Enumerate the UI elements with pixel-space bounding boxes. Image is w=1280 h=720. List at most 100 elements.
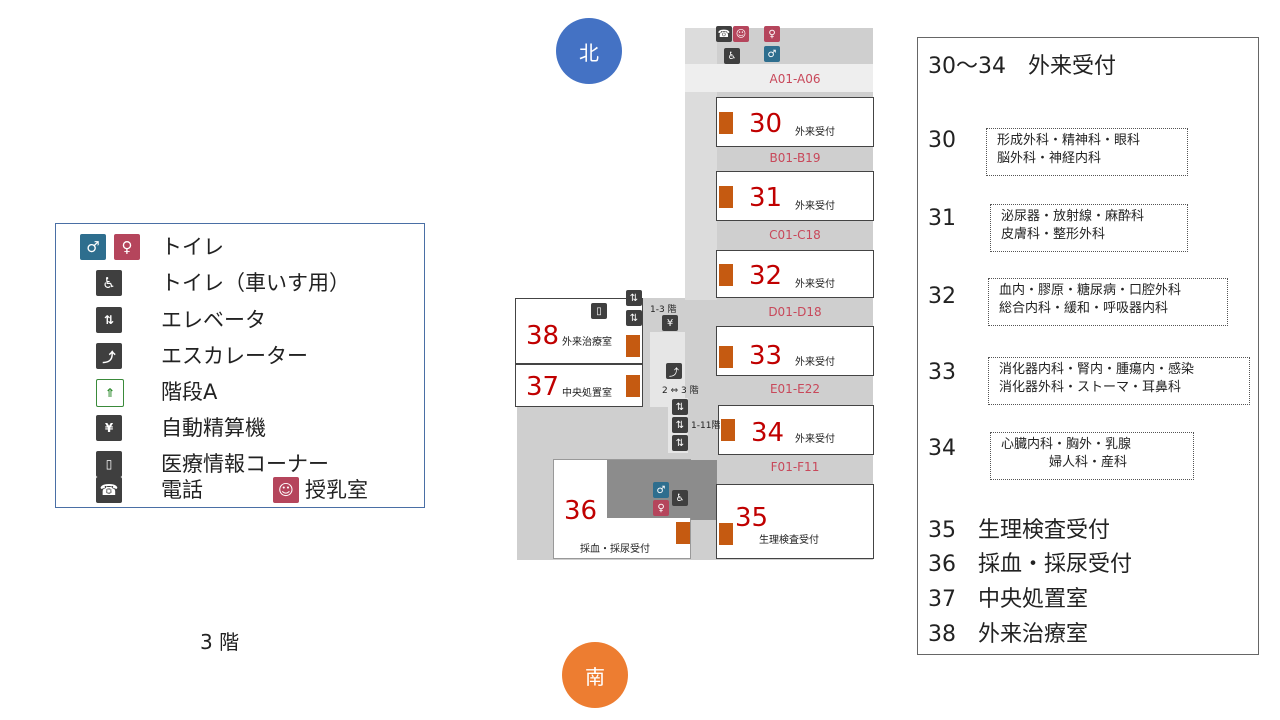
reception-marker — [719, 186, 733, 208]
room-text: 外来治療室 — [562, 337, 612, 348]
legend-label: 授乳室 — [305, 478, 368, 502]
elevator-icon: ⇅ — [672, 417, 688, 433]
reception-marker — [721, 419, 735, 441]
panel-line: 37 中央処置室 — [928, 581, 1088, 613]
wheelchair-icon: ♿ — [96, 270, 122, 296]
department-panel: 30〜34 外来受付 30 形成外科・精神科・眼科 脳外科・神経内科 31 泌尿… — [917, 37, 1259, 655]
legend-label: エレベータ — [161, 308, 266, 332]
panel-entry-departments: 形成外科・精神科・眼科 脳外科・神経内科 — [986, 128, 1188, 176]
room-number: 31 — [749, 183, 783, 213]
escalator-icon: ⤴ — [96, 343, 122, 369]
legend-row-info: ▯ 医療情報コーナー — [56, 449, 424, 479]
legend-row-stairs: ⇑ 階段A — [56, 377, 424, 407]
room-text: 外来受付 — [795, 357, 835, 368]
room-number: 35 — [735, 503, 769, 533]
male-toilet-icon: ♂ — [80, 234, 106, 260]
departments-line: 婦人科・産科 — [1049, 455, 1128, 470]
panel-line: 35 生理検査受付 — [928, 512, 1110, 544]
room-31[interactable]: 31 外来受付 — [716, 171, 874, 221]
legend: ♂ ♀ トイレ ♿ トイレ（車いす用） ⇅ エレベータ ⤴ エスカレーター ⇑ … — [55, 223, 425, 508]
reception-marker — [719, 523, 733, 545]
panel-line: 38 外来治療室 — [928, 616, 1088, 648]
room-36-service — [607, 460, 691, 518]
room-33[interactable]: 33 外来受付 — [716, 326, 874, 376]
escalator-floors-label: 2 ⇔ 3 階 — [662, 386, 699, 396]
female-toilet-icon: ♀ — [764, 26, 780, 42]
departments-line: 泌尿器・放射線・麻酔科 — [1001, 209, 1145, 224]
corridor-a — [685, 64, 873, 92]
panel-entry-number: 32 — [928, 284, 956, 309]
corridor-label: F01-F11 — [770, 460, 820, 474]
departments-line: 皮膚科・整形外科 — [1001, 227, 1106, 242]
room-text: 中央処置室 — [562, 388, 612, 399]
payment-machine-icon: ¥ — [96, 415, 122, 441]
male-toilet-icon: ♂ — [764, 46, 780, 62]
legend-label: 階段A — [161, 380, 218, 404]
reception-marker — [626, 375, 640, 397]
legend-label: トイレ（車いす用） — [161, 271, 350, 295]
panel-line-number: 37 — [928, 587, 956, 612]
room-30[interactable]: 30 外来受付 — [716, 97, 874, 147]
panel-line-text: 外来治療室 — [978, 622, 1089, 647]
room-32[interactable]: 32 外来受付 — [716, 250, 874, 298]
elevator-floors-label: 1-11階 — [691, 421, 721, 431]
stairs-icon: ⇑ — [96, 379, 124, 407]
nursing-room-icon: ☺ — [273, 477, 299, 503]
departments-line: 血内・膠原・糖尿病・口腔外科 — [999, 283, 1182, 298]
compass-south: 南 — [562, 642, 628, 708]
corridor-label: B01-B19 — [769, 151, 821, 165]
phone-icon: ☎ — [716, 26, 732, 42]
nursing-room-icon: ☺ — [733, 26, 749, 42]
room-34[interactable]: 34 外来受付 — [718, 405, 874, 455]
panel-line-text: 生理検査受付 — [978, 518, 1111, 543]
room-37[interactable]: 37 中央処置室 — [515, 364, 643, 407]
info-corner-icon: ▯ — [96, 451, 122, 477]
male-toilet-icon: ♂ — [653, 482, 669, 498]
room-text: 採血・採尿受付 — [580, 544, 650, 555]
room-number: 36 — [564, 496, 598, 526]
legend-row-wheelchair-toilet: ♿ トイレ（車いす用） — [56, 268, 424, 298]
corridor-label: A01-A06 — [769, 72, 821, 86]
corridor-label: D01-D18 — [768, 305, 822, 319]
panel-entry-number: 33 — [928, 360, 956, 385]
legend-row-phone: ☎ 電話 ☺ 授乳室 — [56, 475, 424, 505]
panel-heading: 30〜34 外来受付 — [928, 54, 1116, 79]
room-number: 38 — [526, 321, 560, 351]
reception-marker — [676, 522, 690, 544]
legend-row-payment: ¥ 自動精算機 — [56, 413, 424, 443]
departments-line: 脳外科・神経内科 — [997, 151, 1102, 166]
panel-line-text: 採血・採尿受付 — [978, 552, 1133, 577]
panel-line-number: 35 — [928, 518, 956, 543]
legend-label: 医療情報コーナー — [161, 452, 329, 476]
corridor-label: C01-C18 — [769, 228, 821, 242]
panel-entry-number: 30 — [928, 128, 956, 153]
room-number: 30 — [749, 109, 783, 139]
reception-marker — [719, 112, 733, 134]
phone-icon: ☎ — [96, 477, 122, 503]
elevator-floors-label: 1-3 階 — [650, 305, 677, 315]
female-toilet-icon: ♀ — [653, 500, 669, 516]
panel-entry-departments: 血内・膠原・糖尿病・口腔外科 総合内科・緩和・呼吸器内科 — [988, 278, 1228, 326]
floor-label: 3 階 — [200, 630, 240, 654]
wheelchair-icon: ♿ — [672, 490, 688, 506]
legend-row-toilet: ♂ ♀ トイレ — [56, 232, 424, 262]
reception-marker — [719, 264, 733, 286]
room-text: 外来受付 — [795, 279, 835, 290]
panel-line-text: 中央処置室 — [978, 587, 1089, 612]
elevator-icon: ⇅ — [672, 435, 688, 451]
compass-north: 北 — [556, 18, 622, 84]
room-38[interactable]: 38 外来治療室 — [515, 298, 643, 364]
payment-machine-icon: ¥ — [662, 315, 678, 331]
departments-line: 消化器外科・ストーマ・耳鼻科 — [999, 380, 1182, 395]
panel-line-number: 38 — [928, 622, 956, 647]
panel-entry-departments: 心臓内科・胸外・乳腺 婦人科・産科 — [990, 432, 1194, 480]
legend-label: エスカレーター — [161, 344, 308, 368]
legend-label: 電話 — [161, 478, 203, 502]
reception-marker — [626, 335, 640, 357]
room-text: 外来受付 — [795, 434, 835, 445]
panel-entry-departments: 泌尿器・放射線・麻酔科 皮膚科・整形外科 — [990, 204, 1188, 252]
panel-entry-number: 31 — [928, 206, 956, 231]
room-number: 34 — [751, 418, 785, 448]
room-35[interactable]: 35 生理検査受付 — [716, 484, 874, 559]
